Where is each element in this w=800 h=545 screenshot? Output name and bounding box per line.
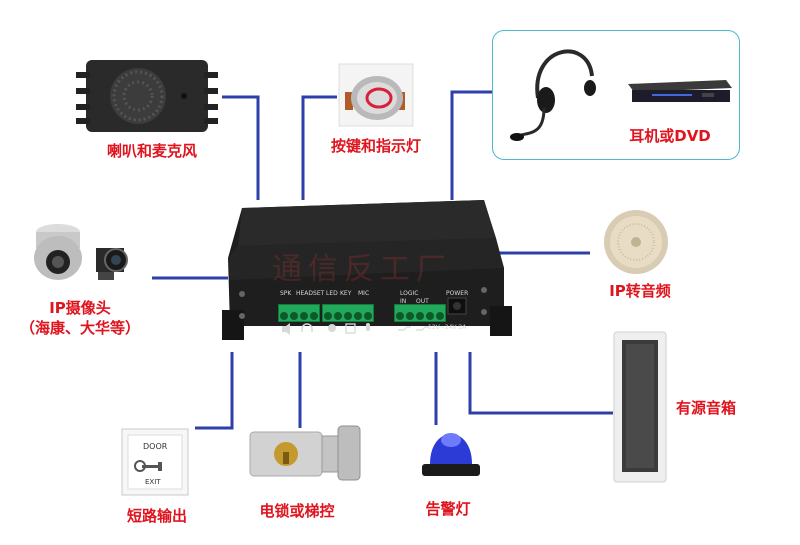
- terminal-block-logic: [394, 304, 446, 322]
- panel-label-led: LED: [326, 290, 338, 297]
- terminal-block-audio: [278, 304, 320, 322]
- key-glyph-icon: [345, 323, 356, 334]
- label-short-circuit: 短路输出: [126, 507, 188, 525]
- label-ip-audio: IP转音频: [609, 282, 671, 300]
- wire-button: [301, 95, 337, 200]
- speaker-glyph-icon: [282, 323, 290, 335]
- exit-sign-bottom: EXIT: [145, 478, 161, 486]
- bulb-glyph-icon: [328, 324, 336, 332]
- logic-out-glyph-icon: [416, 326, 429, 331]
- panel-label-logic: LOGIC: [400, 290, 419, 297]
- speaker-mic-icon: [76, 60, 218, 132]
- exit-sign-top: DOOR: [143, 442, 168, 451]
- panel-icons: [282, 323, 429, 335]
- column-speaker-icon: [613, 331, 667, 483]
- label-headset-dvd: 耳机或DVD: [629, 127, 711, 145]
- headset-icon: [510, 49, 596, 141]
- intercom-device: 通信反工厂 SPK HEADSET LED KEY MIC LOGIC IN O…: [222, 198, 512, 350]
- button-indicator-icon: [338, 63, 414, 127]
- label-ip-camera: IP摄像头: [49, 299, 111, 317]
- headphone-glyph-icon: [301, 323, 313, 332]
- mic-glyph-icon: [366, 323, 370, 331]
- label-alarm-light: 告警灯: [425, 500, 471, 518]
- logic-in-glyph-icon: [398, 326, 411, 331]
- panel-label-power: POWER: [446, 290, 469, 297]
- panel-label-key: KEY: [340, 290, 352, 297]
- label-speaker-mic: 喇叭和麦克风: [106, 142, 198, 160]
- wire-speaker-mic: [222, 95, 260, 200]
- electric-lock-icon: [249, 425, 361, 481]
- alarm-light-icon: [422, 433, 480, 476]
- wire-short-circuit: [195, 352, 234, 430]
- panel-label-power-spec: 12V~24V 2A: [428, 324, 467, 331]
- terminal-block-io: [322, 304, 374, 322]
- ceiling-speaker-icon: [604, 210, 668, 274]
- exit-button-icon: [121, 428, 189, 496]
- label-ip-camera-sub: （海康、大华等）: [19, 319, 141, 337]
- label-active-speaker: 有源音箱: [676, 399, 737, 417]
- ip-camera-icon: [34, 224, 128, 280]
- label-button-indicator: 按键和指示灯: [330, 137, 422, 155]
- label-lock: 电锁或梯控: [259, 502, 335, 520]
- dvd-player-icon: [628, 80, 732, 102]
- panel-label-in: IN: [400, 298, 407, 305]
- headset-dvd-box: [492, 30, 740, 160]
- panel-label-spk: SPK: [280, 290, 292, 297]
- wire-headset: [450, 90, 492, 200]
- wire-active-speaker: [468, 352, 613, 415]
- panel-label-headset: HEADSET: [296, 290, 325, 297]
- panel-label-mic: MIC: [358, 290, 370, 297]
- panel-label-out: OUT: [416, 298, 429, 305]
- watermark: 通信反工厂: [272, 252, 452, 287]
- intercom-device-body: [222, 200, 512, 340]
